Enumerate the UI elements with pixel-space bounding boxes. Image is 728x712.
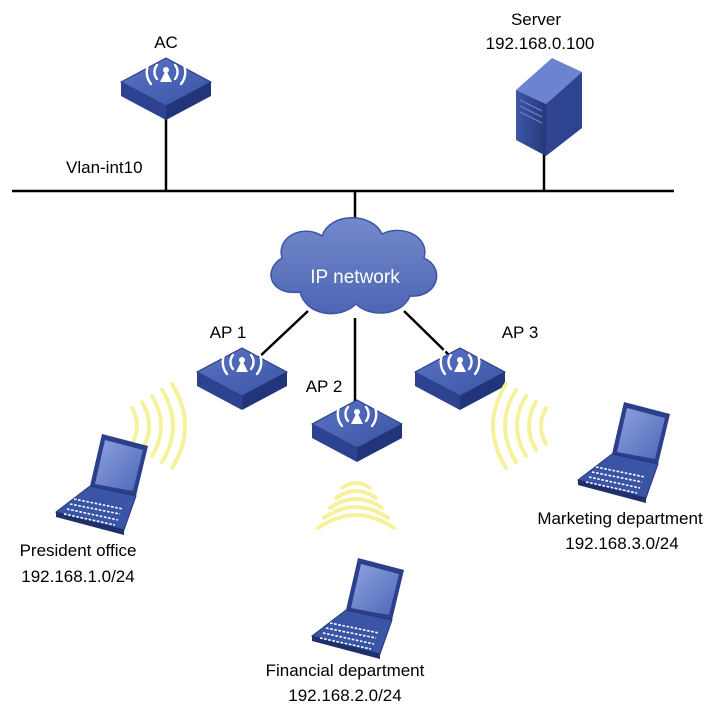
ac-label: AC <box>154 33 178 52</box>
ap3-wireless-waves <box>491 382 548 470</box>
marketing-department-label: Marketing department <box>537 509 703 528</box>
ap3-device[interactable] <box>413 346 507 412</box>
links <box>12 112 674 405</box>
ap3-link <box>403 310 451 357</box>
financial-department-subnet: 192.168.2.0/24 <box>288 686 401 705</box>
ap3-label: AP 3 <box>502 323 539 342</box>
marketing-department-subnet: 192.168.3.0/24 <box>565 534 678 553</box>
ap2-device[interactable] <box>310 398 404 464</box>
server-label: Server <box>511 10 561 29</box>
financial-department-laptop[interactable] <box>311 557 405 660</box>
ap1-label: AP 1 <box>210 323 247 342</box>
president-office-subnet: 192.168.1.0/24 <box>21 567 134 586</box>
marketing-department-laptop[interactable] <box>577 401 671 504</box>
ap2-label: AP 2 <box>306 377 343 396</box>
server-vent-lines <box>519 99 543 124</box>
server-device[interactable] <box>516 58 582 156</box>
president-office-laptop[interactable] <box>55 433 149 536</box>
ap1-wireless-waves <box>130 382 187 470</box>
ap1-link <box>256 310 309 360</box>
ac-device[interactable] <box>119 56 213 122</box>
president-office-label: President office <box>20 541 137 560</box>
server-ip: 192.168.0.100 <box>486 34 595 53</box>
ap2-wireless-waves <box>316 481 396 530</box>
ap1-device[interactable] <box>195 346 289 412</box>
cloud-label: IP network <box>310 267 400 288</box>
ip-network-cloud <box>270 217 438 315</box>
vlan-interface-label: Vlan-int10 <box>66 158 143 177</box>
financial-department-label: Financial department <box>266 661 425 680</box>
